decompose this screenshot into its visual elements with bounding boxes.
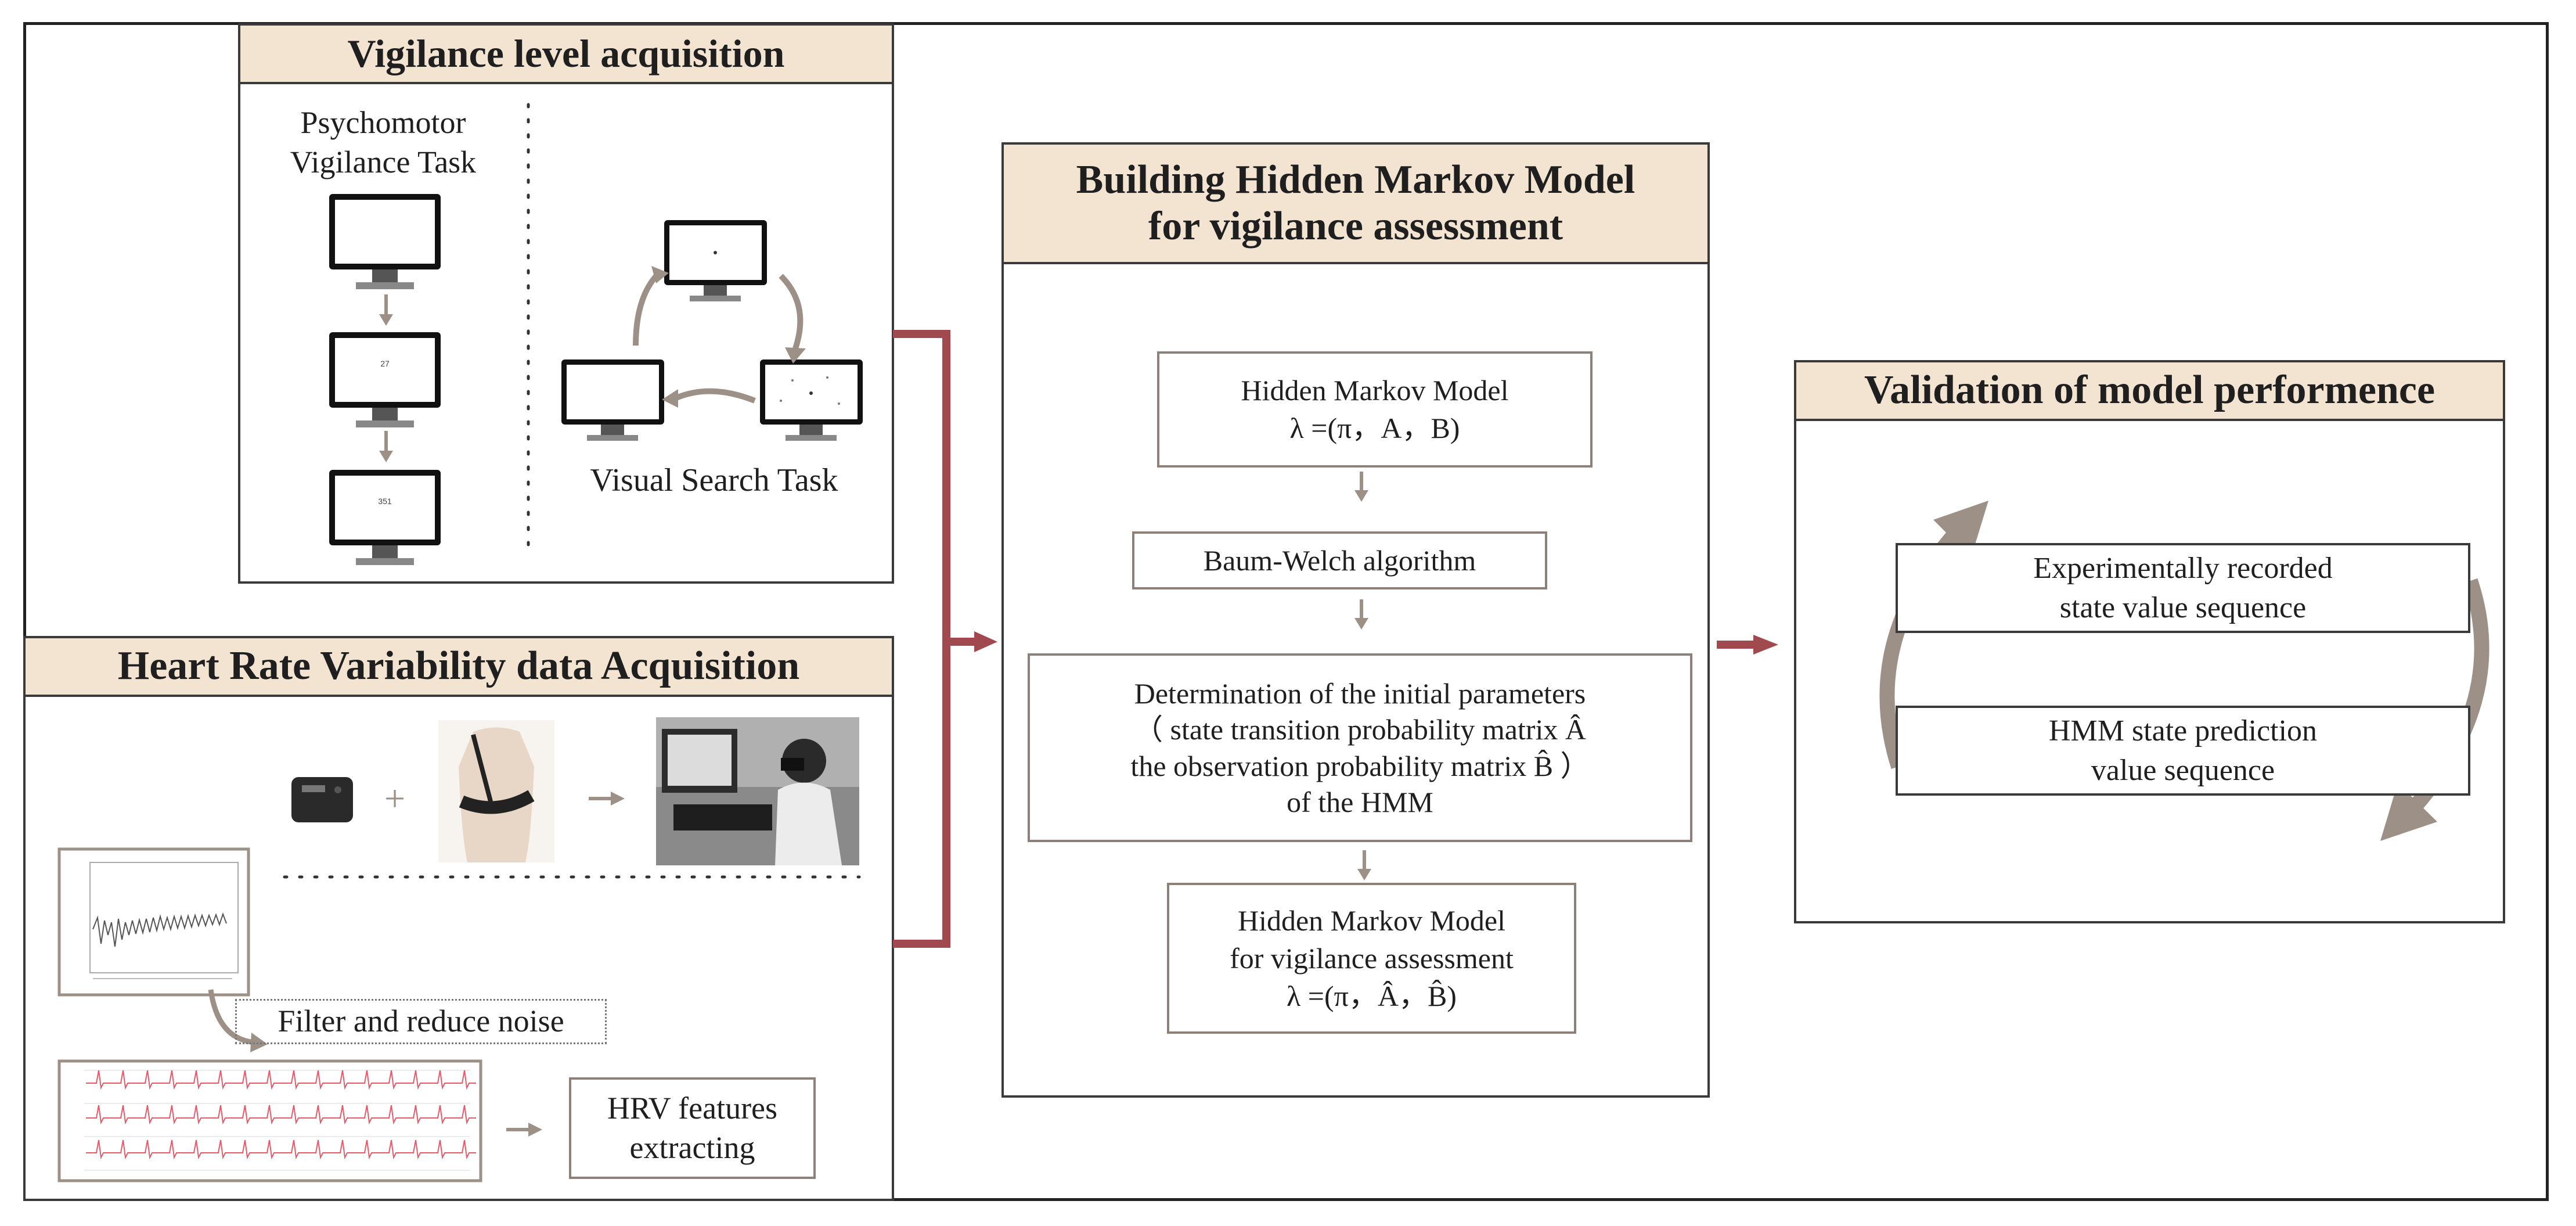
outer-frame — [23, 22, 2549, 1201]
hmm-vigilance-model-box: Hidden Markov Model for vigilance assess… — [1167, 883, 1576, 1034]
pvt-screen-3-text: 351 — [378, 497, 392, 506]
hr-recorder-device — [291, 777, 353, 822]
vst-label: Visual Search Task — [590, 462, 838, 498]
predicted-sequence-box: HMM state prediction value sequence — [1896, 706, 2470, 796]
hmm-to-validation-arrow — [1717, 635, 1778, 655]
plus-sign: + — [384, 778, 406, 819]
chest-strap-photo — [438, 720, 554, 862]
hrv-dotted-separator — [283, 875, 861, 879]
hmm-panel-title: Building Hidden Markov Model for vigilan… — [1001, 142, 1710, 264]
pvt-monitor-1 — [329, 194, 441, 289]
hmm-arrow-1 — [1354, 472, 1368, 502]
filtered-ecg-plot — [57, 1059, 482, 1182]
hrv-panel-title: Heart Rate Variability data Acquisition — [23, 636, 894, 697]
vst-monitor-left — [561, 359, 664, 441]
subject-photo — [656, 717, 859, 865]
initial-parameters-box: Determination of the initial parameters … — [1028, 653, 1692, 842]
pvt-arrow-1 — [379, 294, 393, 326]
ecg-trace-3 — [86, 1139, 476, 1160]
vigilance-panel-title: Vigilance level acquisition — [238, 23, 894, 84]
hrv-features-box: HRV features extracting — [569, 1077, 816, 1179]
pvt-arrow-2 — [379, 431, 393, 462]
vst-monitor-top — [664, 220, 767, 301]
pvt-monitor-3: 351 — [327, 468, 443, 572]
ecg-trace-1 — [86, 1070, 476, 1090]
ecg-trace-2 — [86, 1105, 476, 1125]
baum-welch-box: Baum-Welch algorithm — [1132, 531, 1547, 589]
recorded-sequence-box: Experimentally recorded state value sequ… — [1896, 543, 2470, 633]
pvt-monitor-2: 27 — [327, 330, 443, 434]
panels-to-hmm-connector — [893, 330, 997, 948]
vigilance-dotted-separator — [527, 103, 530, 548]
hmm-arrow-3 — [1357, 850, 1371, 880]
filter-label: Filter and reduce noise — [235, 999, 607, 1044]
features-arrow — [506, 1123, 542, 1137]
hmm-arrow-2 — [1354, 599, 1368, 630]
hmm-initial-model-box: Hidden Markov Model λ =(π，A，B) — [1157, 351, 1593, 468]
hrv-arrow-to-photo — [589, 792, 625, 806]
raw-hrv-signal-plot — [57, 847, 250, 997]
validation-panel-title: Validation of model performence — [1794, 360, 2505, 421]
vst-cycle-arrows — [633, 266, 806, 408]
pvt-screen-2-text: 27 — [380, 359, 390, 368]
vst-monitor-right — [760, 359, 863, 441]
pvt-label: Psychomotor Vigilance Task — [290, 105, 477, 179]
